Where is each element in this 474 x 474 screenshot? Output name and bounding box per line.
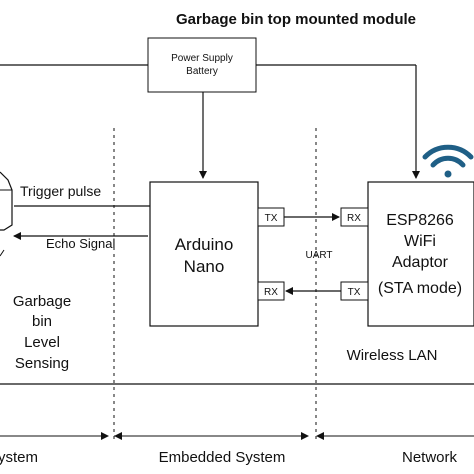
echo-signal-label: Echo Signal: [46, 236, 115, 251]
esp-label-2: WiFi: [404, 233, 436, 250]
wireless-lan-label: Wireless LAN: [347, 347, 438, 364]
power-supply-label-1: Power Supply: [171, 53, 233, 64]
ultrasonic-sensor-icon: [0, 171, 13, 231]
diagram-title: Garbage bin top mounted module: [176, 11, 416, 28]
trigger-pulse-label: Trigger pulse: [20, 183, 101, 199]
esp-tx-label: TX: [348, 287, 361, 298]
sensing-label-3: Level: [24, 334, 60, 351]
esp-label-4: (STA mode): [378, 280, 462, 297]
esp-rx-label: RX: [347, 213, 361, 224]
arduino-rx-pin: [257, 281, 285, 301]
section-label-middle: Embedded System: [159, 449, 286, 466]
wifi-icon: [422, 144, 474, 178]
arduino-tx-label: TX: [265, 213, 278, 224]
section-label-left: ystem: [0, 449, 38, 466]
arduino-label-1: Arduino: [175, 235, 234, 254]
sensing-label-4: Sensing: [15, 355, 69, 372]
esp-label-3: Adaptor: [392, 254, 449, 271]
esp8266-box: [367, 181, 474, 327]
esp-rx-pin: [340, 207, 369, 227]
arduino-rx-label: RX: [264, 287, 278, 298]
sensing-label-1: Garbage: [13, 293, 71, 310]
arduino-label-2: Nano: [184, 257, 225, 276]
sensing-label-2: bin: [32, 313, 52, 330]
section-label-right: Network: [402, 449, 458, 466]
arduino-nano-box: [149, 181, 259, 327]
power-supply-box: [147, 37, 257, 93]
esp-label-1: ESP8266: [386, 212, 454, 229]
power-supply-label-2: Battery: [186, 66, 218, 77]
uart-label: UART: [305, 250, 332, 261]
